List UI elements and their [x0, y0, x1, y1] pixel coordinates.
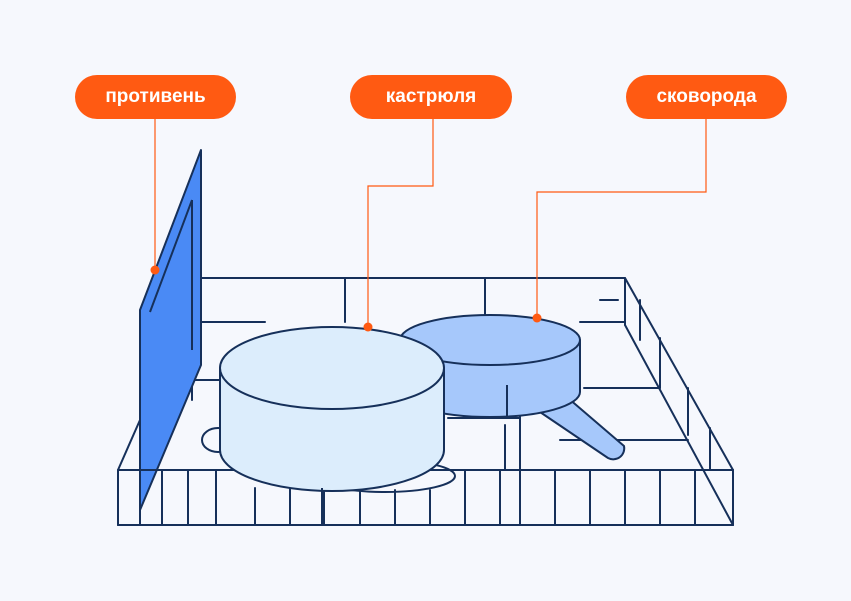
- frying-pan-handle: [539, 397, 626, 461]
- pot: [219, 326, 445, 525]
- rack-back-frame: [199, 277, 734, 526]
- baking-sheet: [139, 149, 202, 511]
- frying-pan-marker: [532, 313, 542, 323]
- baking-sheet-label: противень: [75, 75, 236, 119]
- frying-pan-leader: [536, 118, 707, 318]
- pot-marker: [363, 322, 373, 332]
- frying-pan-label: сковорода: [626, 75, 787, 119]
- baking-sheet-panel: [139, 149, 202, 511]
- frying-pan: [399, 314, 626, 461]
- leader-lines: [154, 118, 707, 327]
- rack-front-overlay: [117, 469, 734, 526]
- pot-rim: [219, 326, 445, 410]
- pot-label: кастрюля: [350, 75, 512, 119]
- pot-leader: [367, 118, 434, 327]
- baking-sheet-marker: [150, 265, 160, 275]
